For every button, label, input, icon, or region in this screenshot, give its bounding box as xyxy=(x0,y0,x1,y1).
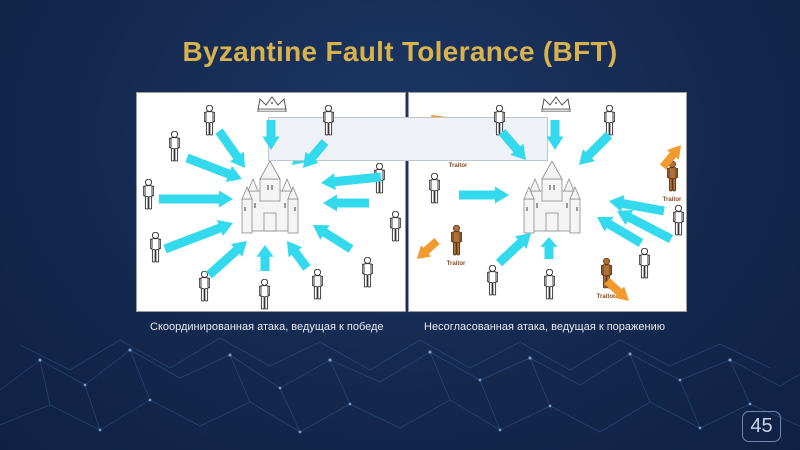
crown-icon xyxy=(258,97,286,112)
soldier-icon xyxy=(639,248,649,278)
traitor-label: Traitor xyxy=(597,294,616,300)
soldier-icon xyxy=(312,269,322,299)
soldier-icon xyxy=(199,271,209,301)
shared-message-band xyxy=(268,117,548,161)
soldier-icon xyxy=(143,179,153,209)
traitor-label: Traitor xyxy=(447,261,466,267)
arrow xyxy=(215,128,245,168)
arrow xyxy=(609,195,665,215)
left-caption: Скоординированная атака, ведущая к побед… xyxy=(150,321,384,333)
slide-number: 45 xyxy=(742,411,781,442)
soldier-icon xyxy=(362,257,372,287)
arrow xyxy=(540,237,557,259)
traitor-arrow xyxy=(417,238,440,259)
castle-icon xyxy=(242,161,298,233)
traitor-label: Traitor xyxy=(449,163,468,169)
arrow xyxy=(321,173,381,191)
arrow xyxy=(313,225,353,253)
slide-title: Byzantine Fault Tolerance (BFT) xyxy=(0,36,800,68)
soldier-icon xyxy=(544,269,554,299)
arrow xyxy=(287,241,311,271)
arrow xyxy=(206,241,247,278)
arrow xyxy=(163,220,233,253)
arrow xyxy=(496,233,531,266)
soldier-icon xyxy=(390,211,400,241)
soldier-icon xyxy=(259,279,269,309)
crown-icon xyxy=(542,97,570,112)
network-background xyxy=(0,330,800,450)
right-caption: Несогласованная атака, ведущая к поражен… xyxy=(424,321,665,333)
soldier-icon xyxy=(673,205,683,235)
arrow xyxy=(579,132,612,165)
traitor-icon xyxy=(451,225,461,255)
soldier-icon xyxy=(604,105,614,135)
arrow xyxy=(159,191,233,208)
arrow xyxy=(323,195,369,212)
traitor-label: Traitor xyxy=(663,197,682,203)
soldier-icon xyxy=(429,173,439,203)
soldier-icon xyxy=(204,105,214,135)
castle-icon xyxy=(524,161,580,233)
soldier-icon xyxy=(487,265,497,295)
arrow xyxy=(257,245,274,271)
soldier-icon xyxy=(150,232,160,262)
arrow xyxy=(459,187,509,204)
soldier-icon xyxy=(169,131,179,161)
